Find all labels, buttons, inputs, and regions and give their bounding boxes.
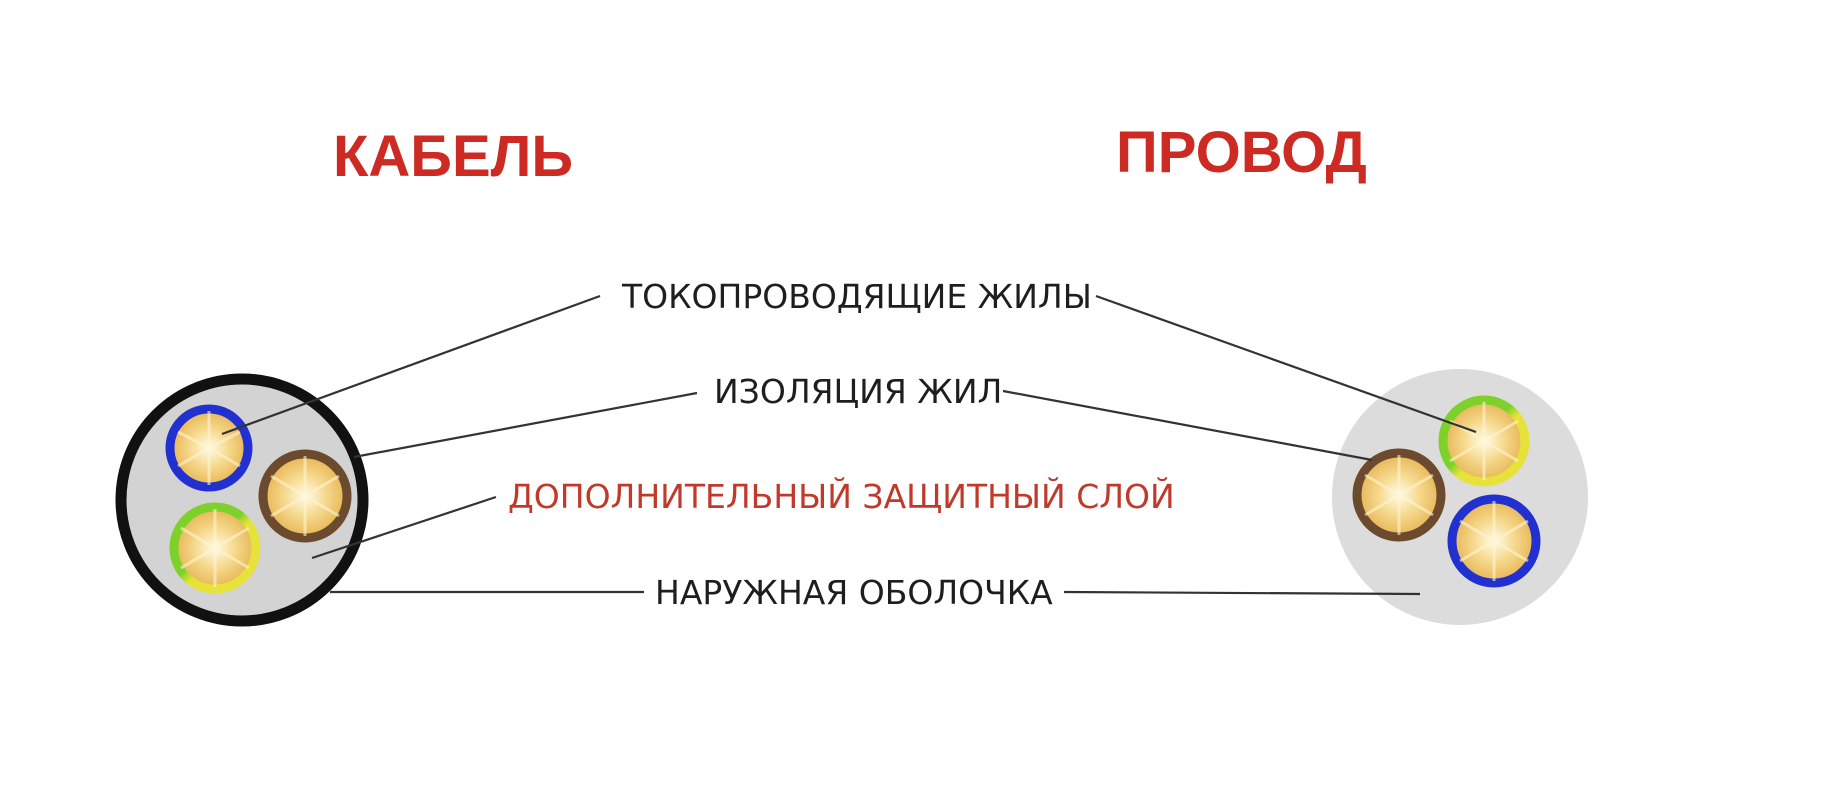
wire-core-blue: [1447, 494, 1541, 588]
cable-title: КАБЕЛЬ: [333, 124, 573, 189]
label-protective-layer: ДОПОЛНИТЕЛЬНЫЙ ЗАЩИТНЫЙ СЛОЙ: [508, 476, 1175, 516]
cable-core-green-yellow: [169, 502, 261, 594]
label-conductors: ТОКОПРОВОДЯЩИЕ ЖИЛЫ: [621, 277, 1092, 316]
leader-conductors-cable: [221, 294, 601, 436]
leader-protective-cable: [311, 495, 497, 560]
leader-insulation-wire: [1002, 389, 1373, 462]
wire-core-green-yellow: [1438, 395, 1530, 487]
cable-core-blue: [165, 404, 253, 492]
label-insulation: ИЗОЛЯЦИЯ ЖИЛ: [714, 372, 1002, 411]
wire-cross-section: [1332, 369, 1588, 625]
leader-insulation-cable: [353, 391, 698, 459]
leader-sheath-wire: [1063, 590, 1421, 596]
wire-core-brown: [1352, 448, 1446, 542]
cable-cross-section: [115, 373, 369, 627]
cable-core-brown: [258, 449, 352, 543]
leader-lines: [221, 294, 1477, 596]
leader-conductors-wire: [1095, 294, 1477, 434]
label-outer-sheath: НАРУЖНАЯ ОБОЛОЧКА: [655, 573, 1053, 612]
wire-title: ПРОВОД: [1116, 120, 1367, 185]
